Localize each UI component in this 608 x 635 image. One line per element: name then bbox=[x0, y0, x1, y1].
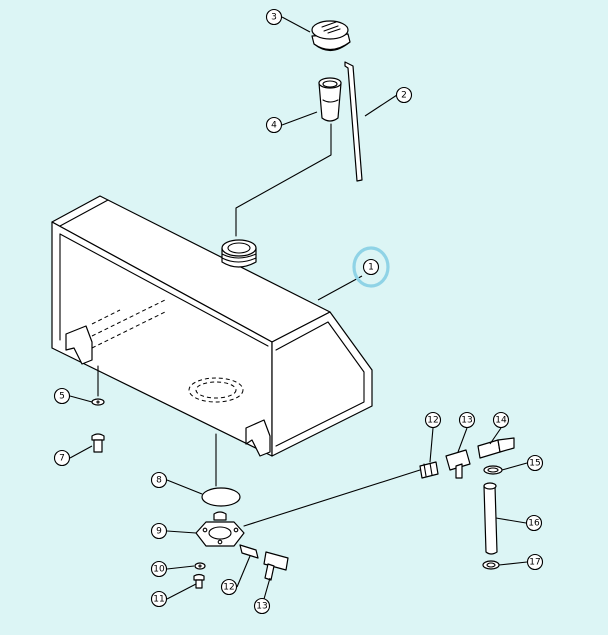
svg-text:2: 2 bbox=[401, 91, 407, 101]
filler-cap-part bbox=[311, 20, 351, 52]
filler-assembly-line bbox=[235, 123, 332, 237]
filler-strainer-part bbox=[318, 77, 342, 122]
svg-text:9: 9 bbox=[156, 527, 162, 537]
washer-10-part bbox=[194, 562, 206, 570]
svg-text:3: 3 bbox=[271, 13, 277, 23]
callout-12-lower: 12 bbox=[220, 578, 238, 596]
hose-clamp-15-part bbox=[483, 465, 503, 475]
svg-text:13: 13 bbox=[256, 602, 267, 612]
svg-text:16: 16 bbox=[528, 519, 540, 529]
svg-text:5: 5 bbox=[59, 392, 65, 402]
svg-text:17: 17 bbox=[529, 558, 540, 568]
callout-5: 5 bbox=[53, 387, 71, 405]
svg-text:14: 14 bbox=[495, 416, 507, 426]
callout-3: 3 bbox=[265, 8, 283, 26]
washer-5-part bbox=[91, 398, 105, 406]
hose-16-part bbox=[483, 482, 498, 555]
fuel-tank-part bbox=[51, 195, 373, 457]
callout-8: 8 bbox=[150, 471, 168, 489]
svg-text:7: 7 bbox=[59, 454, 65, 464]
svg-text:4: 4 bbox=[271, 121, 277, 131]
callout-16: 16 bbox=[525, 514, 543, 532]
valve-13-part bbox=[445, 449, 471, 479]
callout-1: 1 bbox=[362, 258, 380, 276]
callout-11: 11 bbox=[150, 590, 168, 608]
svg-text:1: 1 bbox=[368, 263, 374, 273]
callout-10: 10 bbox=[150, 560, 168, 578]
fuel-sender-part bbox=[195, 511, 289, 581]
svg-text:15: 15 bbox=[529, 459, 540, 469]
dipstick-part bbox=[344, 61, 363, 182]
bolt-7-part bbox=[91, 433, 105, 453]
callout-7: 7 bbox=[53, 449, 71, 467]
svg-text:11: 11 bbox=[153, 595, 164, 605]
callout-17: 17 bbox=[526, 553, 544, 571]
gasket-part bbox=[201, 487, 241, 507]
fitting-12-part bbox=[419, 461, 439, 479]
callout-2: 2 bbox=[395, 86, 413, 104]
svg-text:8: 8 bbox=[156, 476, 162, 486]
hose-clamp-17-part bbox=[482, 560, 500, 570]
callout-12-upper: 12 bbox=[424, 411, 442, 429]
feed-line bbox=[243, 469, 421, 527]
svg-text:12: 12 bbox=[223, 583, 234, 593]
callout-15: 15 bbox=[526, 454, 544, 472]
callout-14: 14 bbox=[492, 411, 510, 429]
callouts: 3 2 4 1 5 7 8 9 10 11 12 12 13 13 14 15 … bbox=[53, 8, 544, 615]
callout-9: 9 bbox=[150, 522, 168, 540]
callout-4: 4 bbox=[265, 116, 283, 134]
callout-13-lower: 13 bbox=[253, 597, 271, 615]
callout-13-upper: 13 bbox=[458, 411, 476, 429]
svg-text:10: 10 bbox=[153, 565, 165, 575]
svg-text:12: 12 bbox=[427, 416, 438, 426]
screw-11-part bbox=[193, 573, 205, 589]
svg-text:13: 13 bbox=[461, 416, 472, 426]
callout-1-highlight-ring bbox=[352, 246, 390, 288]
elbow-14-part bbox=[477, 437, 515, 459]
